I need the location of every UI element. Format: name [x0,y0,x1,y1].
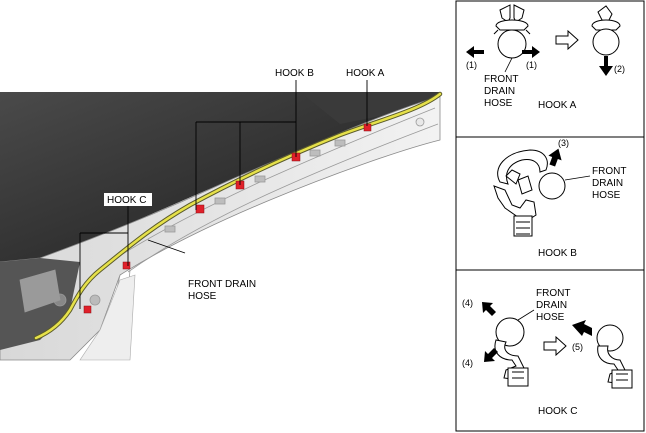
hook-c-marker-2 [83,305,92,314]
arrow-thick-left-icon [572,320,592,336]
arrow-right-icon [522,46,540,58]
hook-c-clip-before [494,317,529,387]
roof-rear-edge [300,92,440,124]
hook-a-marker [363,123,372,132]
hook-b-clip [493,149,548,237]
lower-cover [79,274,136,361]
pillar-details [19,107,439,341]
arrow-downleft-icon [484,348,498,362]
hook-c-marker-1 [122,261,131,270]
hook-a-detail: (1) (1) (2) FRONT DRAIN HOSE HOOK A [466,4,625,111]
hook-a-hose-leader [504,57,513,73]
arrow-down-icon [599,56,613,76]
hook-c-step5: (5) [572,342,583,352]
hook-a-hose-line2: DRAIN [484,86,515,97]
hook-c-label: HOOK C [107,195,146,206]
hook-a-caption: HOOK A [538,100,577,111]
hook-b-hose-leader [564,175,591,181]
front-drain-hose-highlight [34,92,442,340]
arrow-upleft-icon [482,302,496,316]
arrow-up-icon [548,148,562,167]
hollow-arrow-c-icon [543,335,567,357]
callout-lines [79,80,368,309]
hook-b-hose-line1: FRONT [592,166,626,177]
hook-a-clip-before [493,4,531,59]
hook-c-hose-leader [517,309,535,321]
hook-c-hose-line1: FRONT [536,288,570,299]
hook-b-hose [538,172,566,200]
hook-a-step2: (2) [614,64,625,74]
hook-c-label-box [104,193,152,206]
hook-a-hose-line1: FRONT [484,74,518,85]
hook-b-label: HOOK B [275,68,314,79]
hook-c-hose-line2: DRAIN [536,300,567,311]
hook-c-step4-top: (4) [462,298,473,308]
hook-a-label: HOOK A [346,68,385,79]
hook-a-step1-right: (1) [526,60,537,70]
hook-a-clip-after [591,5,621,56]
hook-a-step1-left: (1) [466,60,477,70]
roof-panel [0,92,430,262]
hollow-arrow-icon [555,29,579,51]
hook-c-detail: (4) (4) (5) FRONT DRAIN HOSE HOOK C [462,288,633,417]
hook-b-caption: HOOK B [538,248,577,259]
hook-c-caption: HOOK C [538,406,577,417]
hook-a-hose-line3: HOSE [484,98,513,109]
hook-b-hose-line3: HOSE [592,190,621,201]
front-drain-hose-label-line1: FRONT DRAIN [188,279,256,290]
vehicle-body-illustration [0,92,441,361]
hook-b-step3: (3) [558,138,569,148]
front-drain-hose-label-line2: HOSE [188,291,217,302]
hook-c-hose-line3: HOSE [536,312,565,323]
hook-b-hose-line2: DRAIN [592,178,623,189]
hook-c-clip-after [596,324,633,389]
arrow-left-icon [466,46,484,58]
hook-b-marker-3 [195,204,205,214]
hook-b-detail: (3) FRONT DRAIN HOSE HOOK B [493,138,626,259]
hook-c-step4-bottom: (4) [462,358,473,368]
